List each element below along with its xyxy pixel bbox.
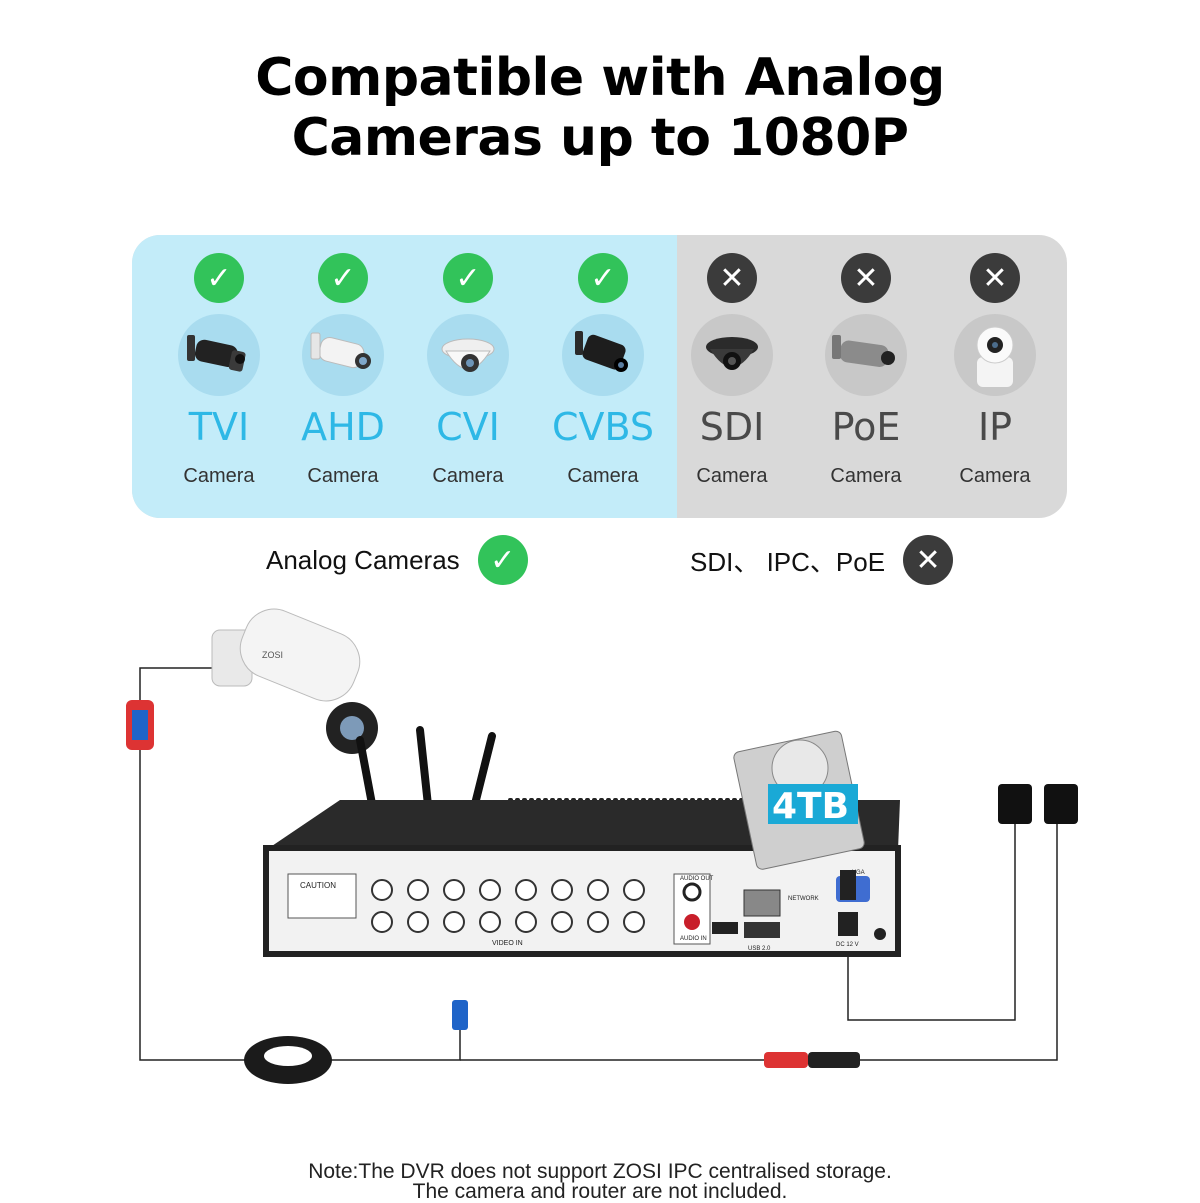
camera-sub-label: Camera: [183, 465, 255, 487]
analog-cameras-label: Analog Cameras: [266, 544, 460, 575]
ethernet-port: [743, 889, 781, 917]
check-icon: ✓: [318, 253, 368, 303]
dome-camera-white-icon: [427, 314, 509, 396]
camera-type-label: CVBS: [551, 405, 655, 449]
bullet-camera-black-icon: [562, 314, 644, 396]
bullet-camera-white-icon: [302, 314, 384, 396]
hdmi-port: [712, 922, 738, 934]
hdd-capacity-label: 4TB: [772, 786, 849, 827]
camera-option-ahd: ✓ AHD Camera: [273, 235, 413, 518]
video-in-label: VIDEO IN: [492, 940, 523, 947]
power-connector-icon: [764, 1052, 860, 1068]
wiring-lines: [139, 667, 1058, 1061]
camera-type-label: SDI: [699, 405, 765, 449]
usb-port: [744, 922, 780, 938]
camera-sub-label: Camera: [307, 465, 379, 487]
camera-type-label: TVI: [188, 405, 250, 449]
title-line-2: Cameras up to 1080P: [291, 108, 909, 168]
camera-option-cvbs: ✓ CVBS Camera: [533, 235, 673, 518]
camera-option-sdi: ✕ SDI Camera: [662, 235, 802, 518]
bullet-camera-grey-icon: [825, 314, 907, 396]
camera-type-label: CVI: [436, 405, 500, 449]
camera-sub-label: Camera: [696, 465, 768, 487]
check-icon: ✓: [477, 535, 528, 585]
dome-camera-dark-icon: [691, 314, 773, 396]
camera-brand-label: ZOSI: [262, 650, 283, 660]
check-icon: ✓: [443, 253, 493, 303]
camera-sub-label: Camera: [959, 465, 1031, 487]
caution-label: CAUTION: [300, 881, 336, 890]
bullet-camera-icon: ZOSI: [211, 608, 378, 754]
camera-option-cvi: ✓ CVI Camera: [398, 235, 538, 518]
dc-power-port: [838, 912, 858, 936]
analog-supported-row: Analog Cameras ✓: [266, 535, 528, 585]
note-line-2: The camera and router are not included.: [412, 1180, 788, 1203]
bnc-ports: [371, 879, 645, 933]
bnc-power-connector-icon: [126, 700, 154, 750]
cross-icon: ✕: [970, 253, 1020, 303]
dc-plug-icon: [840, 870, 856, 900]
hard-drive-icon: 4TB: [733, 730, 865, 870]
check-icon: ✓: [194, 253, 244, 303]
power-adapter-icon: [998, 784, 1078, 824]
camera-option-poe: ✕ PoE Camera: [796, 235, 936, 518]
audio-out-label: AUDIO OUT: [680, 876, 714, 882]
cross-icon: ✕: [707, 253, 757, 303]
indoor-ip-camera-icon: [954, 314, 1036, 396]
camera-option-ip: ✕ IP Camera: [925, 235, 1065, 518]
bullet-camera-dark-icon: [178, 314, 260, 396]
camera-sub-label: Camera: [432, 465, 504, 487]
unsupported-types-label: SDI、 IPC、PoE: [690, 546, 886, 577]
camera-sub-label: Camera: [567, 465, 639, 487]
camera-type-label: PoE: [831, 405, 901, 449]
camera-type-label: AHD: [301, 405, 385, 449]
camera-sub-label: Camera: [830, 465, 902, 487]
note-line-1: Note:The DVR does not support ZOSI IPC c…: [308, 1160, 892, 1183]
connection-diagram: ZOSI CAUTION VIDEO IN AUDIO OUT AUDIO IN…: [126, 608, 1078, 1084]
check-icon: ✓: [578, 253, 628, 303]
audio-in-label: AUDIO IN: [680, 936, 707, 942]
cross-icon: ✕: [841, 253, 891, 303]
page-title: Compatible with Analog Cameras up to 108…: [0, 48, 1200, 168]
camera-type-label: IP: [977, 405, 1013, 449]
camera-option-tvi: ✓ TVI Camera: [149, 235, 289, 518]
cross-icon: ✕: [903, 535, 954, 585]
cable-coil-icon: [244, 1036, 332, 1084]
unsupported-row: SDI、 IPC、PoE ✕: [690, 535, 954, 585]
dvr-recorder: CAUTION VIDEO IN AUDIO OUT AUDIO IN NETW…: [263, 800, 901, 957]
compatibility-panel: ✓ TVI Camera ✓ AHD Camera ✓: [132, 235, 1067, 518]
bnc-connector-icon: [452, 1000, 468, 1030]
title-line-1: Compatible with Analog: [255, 48, 945, 108]
dc-label: DC 12 V: [836, 942, 859, 948]
vga-label: VGA: [852, 870, 865, 876]
network-label: NETWORK: [788, 896, 819, 902]
usb-label: USB 2.0: [748, 946, 771, 952]
